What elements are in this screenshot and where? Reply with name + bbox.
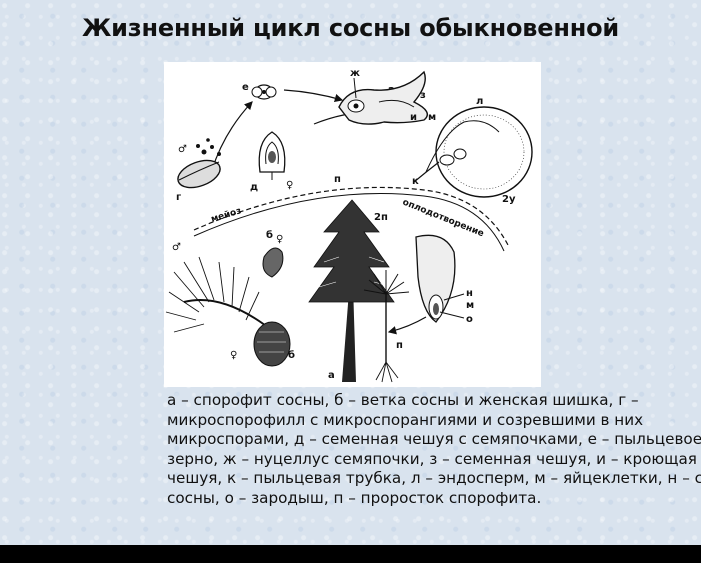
seed-scale-with-ovules bbox=[258, 131, 286, 180]
diploid-label: 2п bbox=[374, 212, 388, 223]
letter-zh: ж bbox=[350, 68, 360, 79]
fertilization-label: оплодотворение bbox=[401, 198, 485, 240]
caption-line: микроспорами, д – семенная чешуя с семяп… bbox=[167, 430, 701, 449]
male-symbol-bottom: ♂ bbox=[172, 242, 181, 253]
letter-p: п bbox=[396, 340, 403, 351]
caption-line: а – спорофит сосны, б – ветка сосны и же… bbox=[167, 391, 639, 409]
pointer-zh bbox=[353, 77, 357, 99]
life-cycle-diagram: мейоз оплодотворение п 2п 2у 2у е bbox=[164, 62, 541, 387]
gametophyte-label-right: 2у bbox=[502, 194, 516, 205]
letter-b-cone: б bbox=[288, 349, 295, 361]
pine-branch-with-cone bbox=[165, 247, 291, 367]
seedling bbox=[363, 270, 410, 383]
pointer-n bbox=[443, 293, 465, 301]
letter-n: н bbox=[466, 288, 473, 299]
endosperm bbox=[413, 106, 533, 198]
caption-line: микроспорофилл с микроспорангиями и созр… bbox=[167, 410, 644, 429]
caption-line: чешуя, к – пыльцевая трубка, л – эндоспе… bbox=[167, 469, 701, 488]
caption-line: зерно, ж – нуцеллус семяпочки, з – семен… bbox=[167, 449, 697, 468]
letter-o: о bbox=[466, 314, 473, 325]
pine-seed bbox=[415, 234, 456, 323]
female-symbol-bottom: ♀ bbox=[276, 234, 283, 245]
caption-line: сосны, о – зародыш, п – проросток спороф… bbox=[167, 488, 542, 507]
male-symbol-top: ♂ bbox=[178, 144, 187, 155]
microsporophyll bbox=[177, 138, 221, 189]
meiosis-line bbox=[193, 186, 510, 248]
letter-z: з bbox=[420, 90, 426, 101]
letter-m-seed: м bbox=[466, 300, 474, 311]
legend-caption: а – спорофит сосны, б – ветка сосны и же… bbox=[167, 391, 701, 509]
letter-a: а bbox=[328, 370, 335, 381]
meiosis-label: мейоз bbox=[210, 206, 243, 225]
letter-e: е bbox=[242, 82, 249, 93]
slide: Жизненный цикл сосны обыкновенной мейоз … bbox=[0, 0, 701, 545]
letter-i: и bbox=[410, 112, 417, 123]
letter-d: д bbox=[250, 182, 258, 193]
arrow-seed-to-seedling bbox=[387, 316, 427, 335]
letter-k: к bbox=[412, 176, 419, 187]
letter-b: б bbox=[266, 229, 273, 241]
haploid-label: п bbox=[334, 174, 341, 185]
bottom-bar bbox=[0, 545, 701, 563]
letter-g: г bbox=[176, 192, 181, 203]
arrow-microsporophyll-to-pollen bbox=[211, 101, 253, 171]
ovule-nucellus bbox=[338, 70, 428, 125]
slide-title: Жизненный цикл сосны обыкновенной bbox=[81, 14, 620, 42]
female-symbol-top: ♀ bbox=[286, 180, 293, 191]
arrow-pollen-to-nucellus bbox=[283, 89, 344, 103]
pointer-o bbox=[439, 311, 465, 319]
life-cycle-drawing: мейоз оплодотворение п 2п 2у 2у е bbox=[165, 68, 533, 383]
pine-sporophyte bbox=[308, 199, 395, 382]
meiosis-line-lower bbox=[193, 192, 505, 252]
letter-l: л bbox=[476, 96, 483, 107]
pollen-grain bbox=[251, 84, 277, 100]
female-symbol-cone: ♀ bbox=[230, 350, 237, 361]
letter-m: м bbox=[428, 112, 436, 123]
